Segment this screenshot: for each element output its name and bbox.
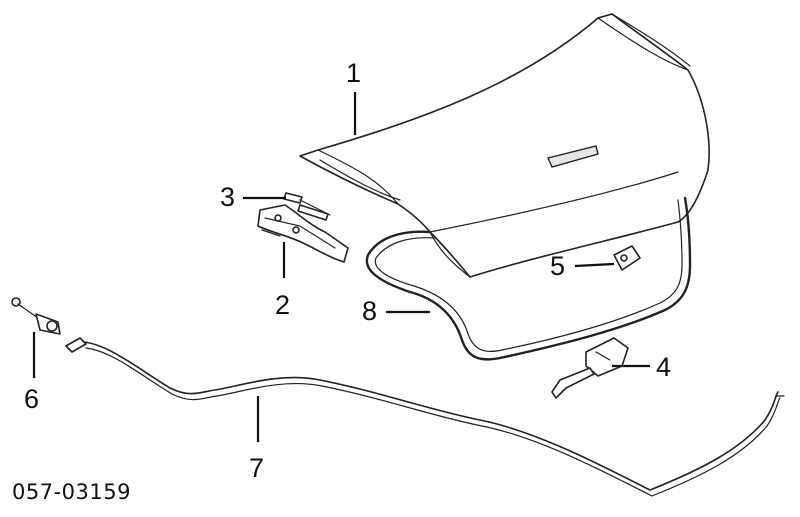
callout-1: 1 <box>346 58 362 88</box>
callout-8: 8 <box>362 296 378 326</box>
callout-5: 5 <box>550 251 566 281</box>
leader-5 <box>574 262 615 268</box>
callout-7: 7 <box>249 453 265 483</box>
callout-4: 4 <box>656 352 672 382</box>
catalog-number: 057-03159 <box>12 480 131 504</box>
release-cable <box>65 337 785 497</box>
lid-latch <box>551 337 629 399</box>
lid-hinge <box>257 204 349 263</box>
lid-striker <box>613 245 641 271</box>
weatherstrip-seal <box>365 196 692 361</box>
callout-3: 3 <box>220 182 236 212</box>
callout-2: 2 <box>275 290 291 320</box>
callout-6: 6 <box>24 384 40 414</box>
trunk-lid <box>299 13 710 278</box>
lid-damper <box>283 192 331 221</box>
release-handle <box>11 297 61 335</box>
